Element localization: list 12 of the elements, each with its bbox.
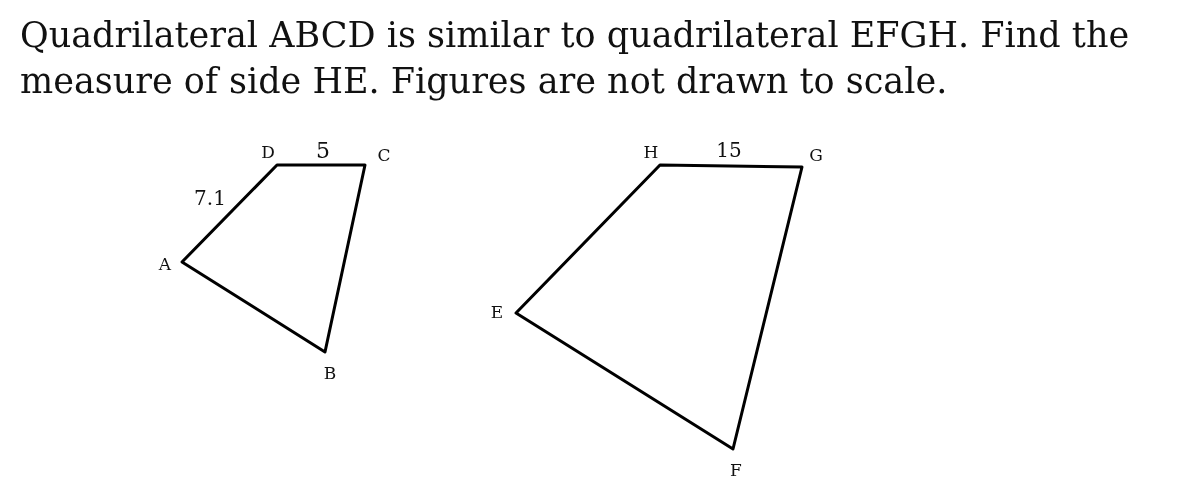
vertex-label: A [158, 254, 172, 274]
side-length: 7.1 [194, 186, 226, 210]
side-length: 5 [316, 137, 330, 163]
vertex-label: B [323, 363, 337, 383]
question-text: Quadrilateral ABCD is similar to quadrilateral EFGH. Find the measure of side HE. Figures are not drawn to scale. [20, 14, 1131, 103]
vertex-label: E [490, 302, 504, 322]
side-length: 15 [716, 138, 742, 162]
vertex-label: C [377, 145, 391, 165]
vertex-label: D [261, 142, 275, 162]
vertex-label: H [643, 142, 659, 162]
vertex-label: G [809, 145, 823, 165]
vertex-label: F [730, 460, 742, 480]
